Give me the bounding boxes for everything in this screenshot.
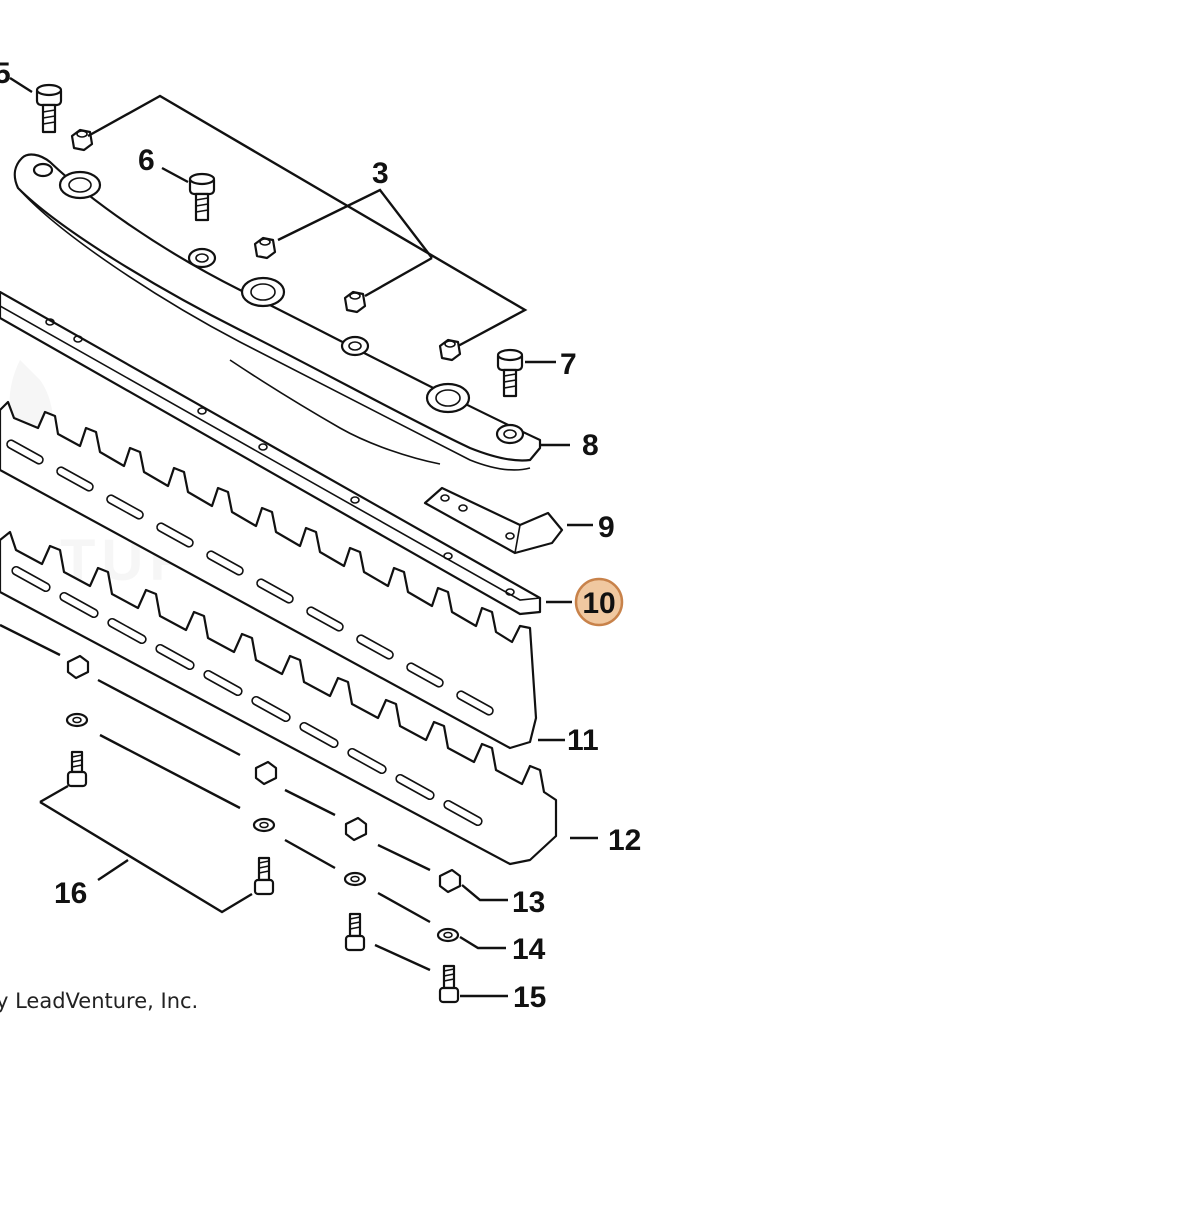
part-15-screw[interactable] <box>66 750 460 1004</box>
callout-15[interactable]: 15 <box>513 981 546 1014</box>
callout-8[interactable]: 8 <box>582 429 599 462</box>
callout-9[interactable]: 9 <box>598 511 615 544</box>
callout-10-highlight[interactable] <box>574 577 624 627</box>
part-7-screw[interactable] <box>496 348 524 398</box>
part-8-guard-bar[interactable] <box>13 153 542 471</box>
assembly-lines <box>0 623 431 972</box>
callout-3[interactable]: 3 <box>372 157 389 190</box>
callout-16[interactable]: 16 <box>54 877 87 910</box>
callout-7[interactable]: 7 <box>560 348 577 381</box>
callout-10[interactable]: 10 <box>582 587 615 620</box>
callout-14[interactable]: 14 <box>512 933 546 966</box>
part-3-nut[interactable] <box>70 128 462 362</box>
part-6-screw[interactable] <box>188 172 216 222</box>
part-9-plate[interactable] <box>423 486 564 555</box>
part-12-blade[interactable] <box>0 530 558 866</box>
callout-leaders <box>9 76 598 998</box>
part-14-washer[interactable] <box>65 712 460 943</box>
part-13-square-nut[interactable] <box>66 654 462 894</box>
callout-6[interactable]: 6 <box>138 144 155 177</box>
part-10-strip[interactable] <box>0 290 542 616</box>
copyright-text: y LeadVenture, Inc. <box>0 989 198 1013</box>
callout-5[interactable]: 5 <box>0 57 11 90</box>
part-11-blade[interactable] <box>0 400 538 750</box>
callout-13[interactable]: 13 <box>512 886 545 919</box>
callout-12[interactable]: 12 <box>608 824 641 857</box>
callout-11[interactable]: 11 <box>567 724 599 757</box>
part-5-screw[interactable] <box>35 83 63 134</box>
callout-labels: 5 6 3 7 8 9 10 11 12 13 14 15 16 <box>0 57 641 1014</box>
